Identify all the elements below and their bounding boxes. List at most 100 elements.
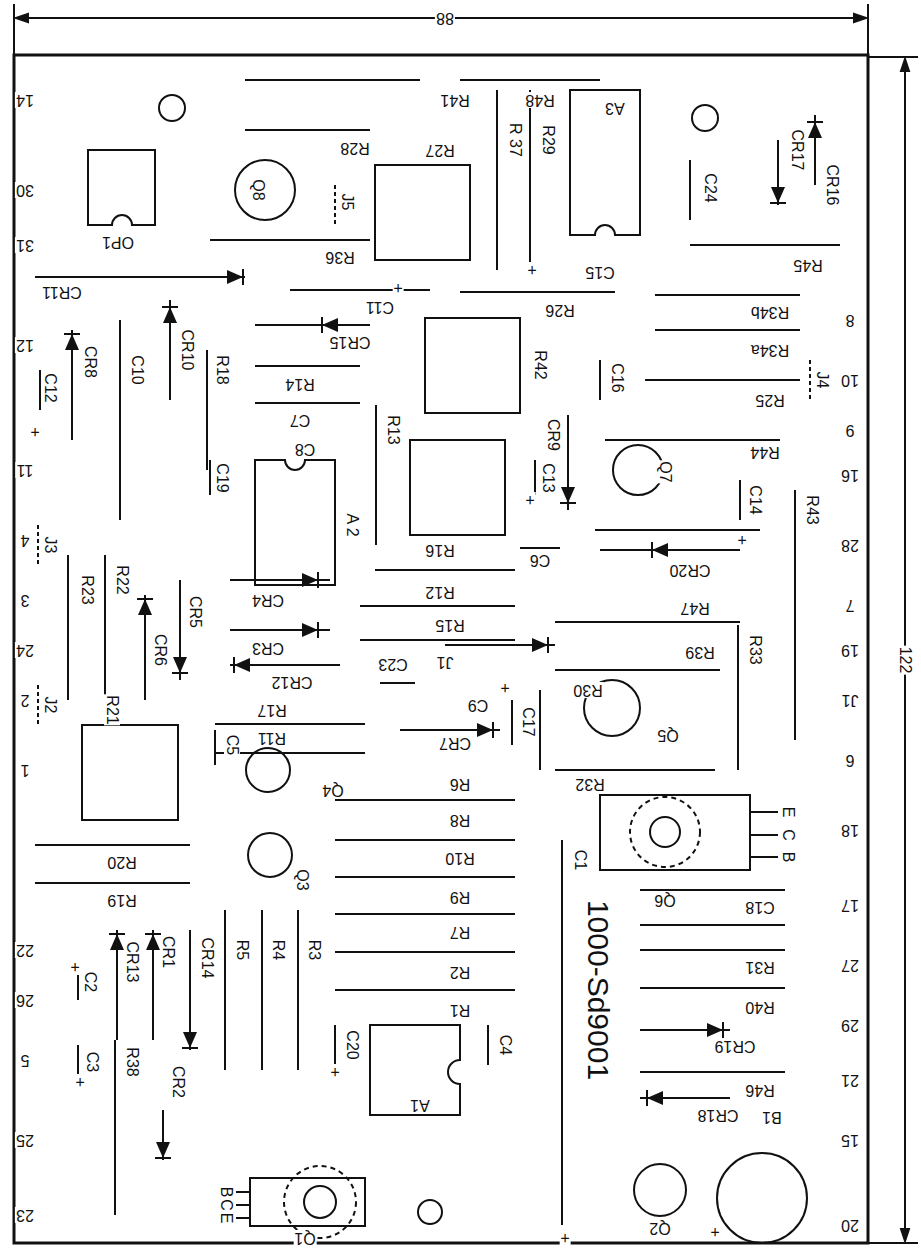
part-label: R17	[256, 702, 287, 718]
part-label: R45	[792, 257, 823, 273]
part-label: B	[780, 851, 796, 864]
part-label: C1	[572, 849, 588, 871]
part-label: CR8	[82, 345, 98, 379]
part-label: C6	[529, 552, 551, 568]
part-label: R22	[114, 564, 130, 595]
part-label: R47	[679, 600, 710, 616]
part-label: OP1	[101, 234, 135, 250]
part-label: E	[780, 806, 796, 819]
part-label: 26	[15, 992, 35, 1008]
part-label: CR10	[179, 329, 195, 372]
part-label: R34b	[750, 304, 790, 320]
part-label: R29	[540, 124, 556, 155]
part-label: CR1	[160, 935, 176, 969]
part-label: R34a	[750, 342, 790, 358]
part-label: CR13	[124, 941, 140, 984]
part-label: C20	[344, 1029, 360, 1060]
part-label: R43	[804, 494, 820, 525]
part-label: CR16	[824, 164, 840, 207]
part-label: 7	[845, 597, 856, 613]
part-label: J4	[814, 371, 830, 390]
part-label: R30	[572, 682, 603, 698]
part-label: C19	[214, 462, 230, 493]
part-label: R36	[324, 249, 355, 265]
part-label: +	[74, 1074, 85, 1090]
part-label: A1	[409, 1097, 431, 1113]
part-label: CR12	[271, 674, 314, 690]
part-label: A3	[604, 100, 626, 116]
part-label: R14	[284, 376, 315, 392]
part-label: R46	[744, 1082, 775, 1098]
part-label: Q1	[293, 1230, 316, 1246]
part-label: R38	[124, 1046, 140, 1077]
part-label: R10	[444, 850, 475, 866]
part-label: R20	[106, 854, 137, 870]
part-label: CR6	[152, 633, 168, 667]
part-label: C12	[42, 372, 58, 403]
part-label: B1	[761, 1109, 783, 1125]
part-label: J5	[339, 193, 355, 212]
part-label: C	[780, 828, 796, 842]
part-label: R1	[449, 1002, 471, 1018]
part-label: R15	[434, 617, 465, 633]
part-label: Q7	[657, 460, 673, 483]
part-label: +	[524, 492, 535, 508]
part-label: R11	[257, 730, 287, 746]
part-label: R25	[754, 392, 785, 408]
part-label: 5	[20, 1052, 31, 1068]
part-label: R40	[744, 999, 775, 1015]
part-label: R 37	[507, 122, 523, 158]
part-label: 2	[20, 692, 31, 708]
part-label: 31	[15, 237, 35, 253]
part-label: C11	[365, 299, 395, 315]
part-label: 6	[845, 752, 856, 768]
part-label: R12	[424, 584, 455, 600]
part-label: CR7	[438, 735, 472, 751]
part-label: A 2	[344, 512, 360, 537]
part-label: 88	[435, 10, 455, 26]
part-label: +	[69, 959, 80, 975]
part-label: C10	[129, 354, 145, 385]
part-label: 122	[897, 646, 913, 675]
part-label: Q6	[653, 892, 676, 908]
part-label: R39	[684, 644, 715, 660]
part-label: R9	[449, 889, 471, 905]
part-label: C13	[540, 462, 556, 493]
part-label: C3	[84, 1051, 100, 1073]
part-label: 12	[15, 337, 35, 353]
part-label: C14	[747, 484, 763, 515]
part-label: 11	[16, 462, 35, 478]
part-label: C5	[224, 734, 240, 756]
part-label: CR11	[41, 284, 83, 300]
part-label: 23	[15, 1207, 35, 1223]
part-label: E	[218, 1212, 234, 1225]
part-label: 27	[840, 957, 860, 973]
part-label: R27	[424, 142, 455, 158]
part-label: +	[29, 424, 40, 440]
part-label: C8	[294, 441, 316, 457]
part-label: R31	[744, 959, 775, 975]
part-label: R3	[306, 939, 322, 961]
part-label: 9	[845, 422, 856, 438]
part-label: J1	[436, 654, 455, 670]
part-label: R7	[449, 924, 471, 940]
part-label: C16	[609, 362, 625, 393]
part-label: 3	[20, 592, 31, 608]
part-label: CR17	[789, 129, 805, 172]
part-label: Q3	[294, 868, 310, 891]
part-label: R5	[234, 939, 250, 961]
part-label: 10	[840, 372, 860, 388]
part-label: +	[709, 1224, 720, 1240]
part-label: 14	[15, 92, 35, 108]
part-label: CR9	[545, 418, 561, 452]
part-label: R23	[79, 574, 95, 605]
part-label: R8	[449, 812, 471, 828]
part-label: CR20	[669, 562, 712, 578]
part-label: R16	[424, 542, 455, 558]
part-label: 16	[840, 467, 860, 483]
part-label: Q8	[250, 178, 266, 201]
part-label: R42	[532, 349, 548, 380]
part-label: 17	[840, 897, 860, 913]
part-label: R19	[106, 892, 137, 908]
part-label: 24	[15, 642, 35, 658]
